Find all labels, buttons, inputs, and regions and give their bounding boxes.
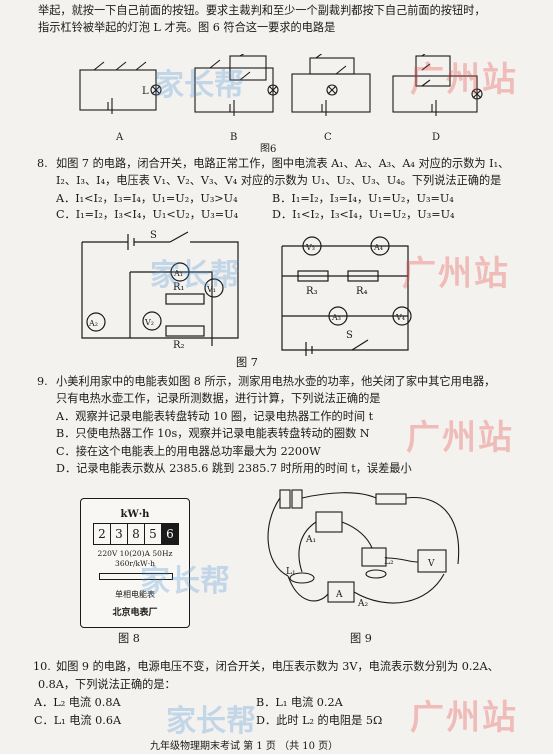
fig6-label-b: B — [230, 132, 237, 143]
fig9-a1-label: A₁ — [305, 535, 316, 545]
q9-number: 9. — [37, 375, 48, 388]
q7-stem-line1: 举起，就按一下自己前面的按钮。要求主裁判和至少一个副裁判都按下自己前面的按钮时， — [38, 4, 486, 17]
q10-number: 10. — [33, 660, 51, 673]
q8-option-b: B．I₁=I₂，I₃=I₄，U₁=U₂，U₃=U₄ — [272, 192, 454, 205]
fig9-l2-label: L₂ — [384, 557, 394, 567]
meter-display: 2 3 8 5 6 — [93, 523, 179, 545]
fig7r-r4-label: R₄ — [356, 286, 368, 297]
q9-option-a: A．观察并记录电能表转盘转动 10 圈，记录电热器工作的时间 t — [56, 410, 374, 423]
q8-option-c: C．I₁=I₂，I₃<I₄，U₁<U₂，U₃=U₄ — [56, 208, 239, 221]
fig9-caption: 图 9 — [350, 632, 372, 645]
q8-stem-line2: I₂、I₃、I₄，电压表 V₁、V₂、V₃、V₄ 对应的示数为 U₁、U₂、U₃… — [56, 174, 502, 187]
fig6-lamp-label: L — [142, 86, 149, 97]
fig7l-r2-label: R₂ — [173, 340, 185, 351]
fig6-label-d: D — [432, 132, 440, 143]
q10-stem-line2: 0.8A，下列说法正确的是： — [38, 678, 176, 691]
figure8-energy-meter: kW·h 2 3 8 5 6 220V 10(20)A 50Hz 360r/kW… — [80, 498, 190, 628]
watermark-brand-4: 家长帮 — [166, 704, 256, 739]
meter-digit-3: 8 — [128, 524, 145, 544]
figure7-left-circuit: S A₁ V₁ R₁ A₂ V₂ R₂ — [81, 230, 239, 351]
meter-digit-decimal: 6 — [162, 524, 178, 544]
page-footer: 九年级物理期末考试 第 1 页 （共 10 页） — [150, 741, 339, 752]
q10-option-c: C．L₁ 电流 0.6A — [34, 714, 122, 727]
figure9-physical-circuit: A₁ L₁ L₂ A₂ V A — [267, 489, 460, 609]
q10-option-b: B．L₁ 电流 0.2A — [256, 696, 343, 709]
q9-stem-line1: 小美利用家中的电能表如图 8 所示，测家用电热水壶的功率，他关闭了家中其它用电器… — [56, 375, 496, 388]
q10-option-a: A．L₂ 电流 0.8A — [34, 696, 121, 709]
fig9-voltmeter-label: V — [427, 559, 435, 569]
meter-maker: 北京电表厂 — [112, 608, 158, 618]
q9-stem-line2: 只有电热水壶工作，记录所测数据，进行计算，下列说法正确的是 — [56, 392, 381, 405]
meter-unit: kW·h — [120, 509, 150, 520]
q8-option-a: A．I₁<I₂，I₃=I₄，U₁=U₂，U₃>U₄ — [56, 192, 238, 205]
q10-stem-line1: 如图 9 的电路，电源电压不变，闭合开关，电压表示数为 3V，电流表示数分别为 … — [56, 660, 499, 673]
q9-option-c: C．接在这个电能表上的用电器总功率最大为 2200W — [56, 445, 321, 458]
fig7r-r3-label: R₃ — [306, 286, 318, 297]
meter-digit-1: 2 — [94, 524, 111, 544]
q9-option-d: D．记录电能表示数从 2385.6 跳到 2385.7 时所用的时间 t，误差最… — [56, 462, 412, 475]
meter-digit-2: 3 — [111, 524, 128, 544]
fig7l-v1-label: V₁ — [206, 285, 216, 294]
fig7l-switch-label: S — [150, 230, 157, 241]
meter-name: 单相电能表 — [115, 590, 155, 599]
fig6-label-a: A — [115, 132, 124, 143]
figure7-right-circuit: V₃ A₄ R₃ R₄ A₃ V₄ S — [281, 236, 412, 356]
fig9-a2-label: A₂ — [357, 599, 368, 609]
fig6-label-c: C — [324, 132, 332, 143]
q10-option-d: D．此时 L₂ 的电阻是 5Ω — [256, 714, 383, 727]
fig7l-v2-label: V₂ — [144, 318, 154, 327]
fig7l-r1-label: R₁ — [173, 282, 185, 293]
q8-stem-line1: 如图 7 的电路，闭合开关，电路正常工作，图中电流表 A₁、A₂、A₃、A₄ 对… — [56, 157, 510, 170]
meter-rev: 360r/kW·h — [115, 559, 155, 568]
fig7l-a2-label: A₂ — [88, 319, 98, 328]
fig9-l1-label: L₁ — [286, 567, 296, 577]
q9-option-b: B．只使电热器工作 10s，观察并记录电能表转盘转动的圈数 N — [56, 427, 370, 440]
watermark-cn-3: 广州站 — [406, 418, 514, 458]
fig7r-switch-label: S — [346, 330, 353, 341]
fig7r-v3-label: V₃ — [305, 243, 315, 252]
figure6-circuits: A B C D L 图6 — [79, 54, 483, 152]
meter-disc-window — [99, 573, 173, 580]
fig8-caption: 图 8 — [118, 632, 140, 645]
fig9-ammeter-label: A — [335, 590, 343, 600]
q8-number: 8. — [37, 157, 48, 170]
fig7-caption: 图 7 — [236, 356, 258, 369]
fig7r-v4-label: V₄ — [395, 313, 405, 322]
fig7r-a4-label: A₄ — [373, 243, 383, 252]
q8-option-d: D．I₁<I₂，I₃<I₄，U₁=U₂，U₃=U₄ — [272, 208, 455, 221]
fig6-caption: 图6 — [260, 143, 276, 152]
watermark-cn-4: 广州站 — [410, 698, 518, 738]
q7-stem-line2: 指示杠铃被举起的灯泡 L 才亮。图 6 符合这一要求的电路是 — [38, 21, 336, 34]
meter-digit-4: 5 — [145, 524, 162, 544]
meter-spec: 220V 10(20)A 50Hz — [97, 549, 173, 558]
fig7l-a1-label: A₁ — [173, 269, 183, 278]
fig7r-a3-label: A₃ — [331, 313, 341, 322]
